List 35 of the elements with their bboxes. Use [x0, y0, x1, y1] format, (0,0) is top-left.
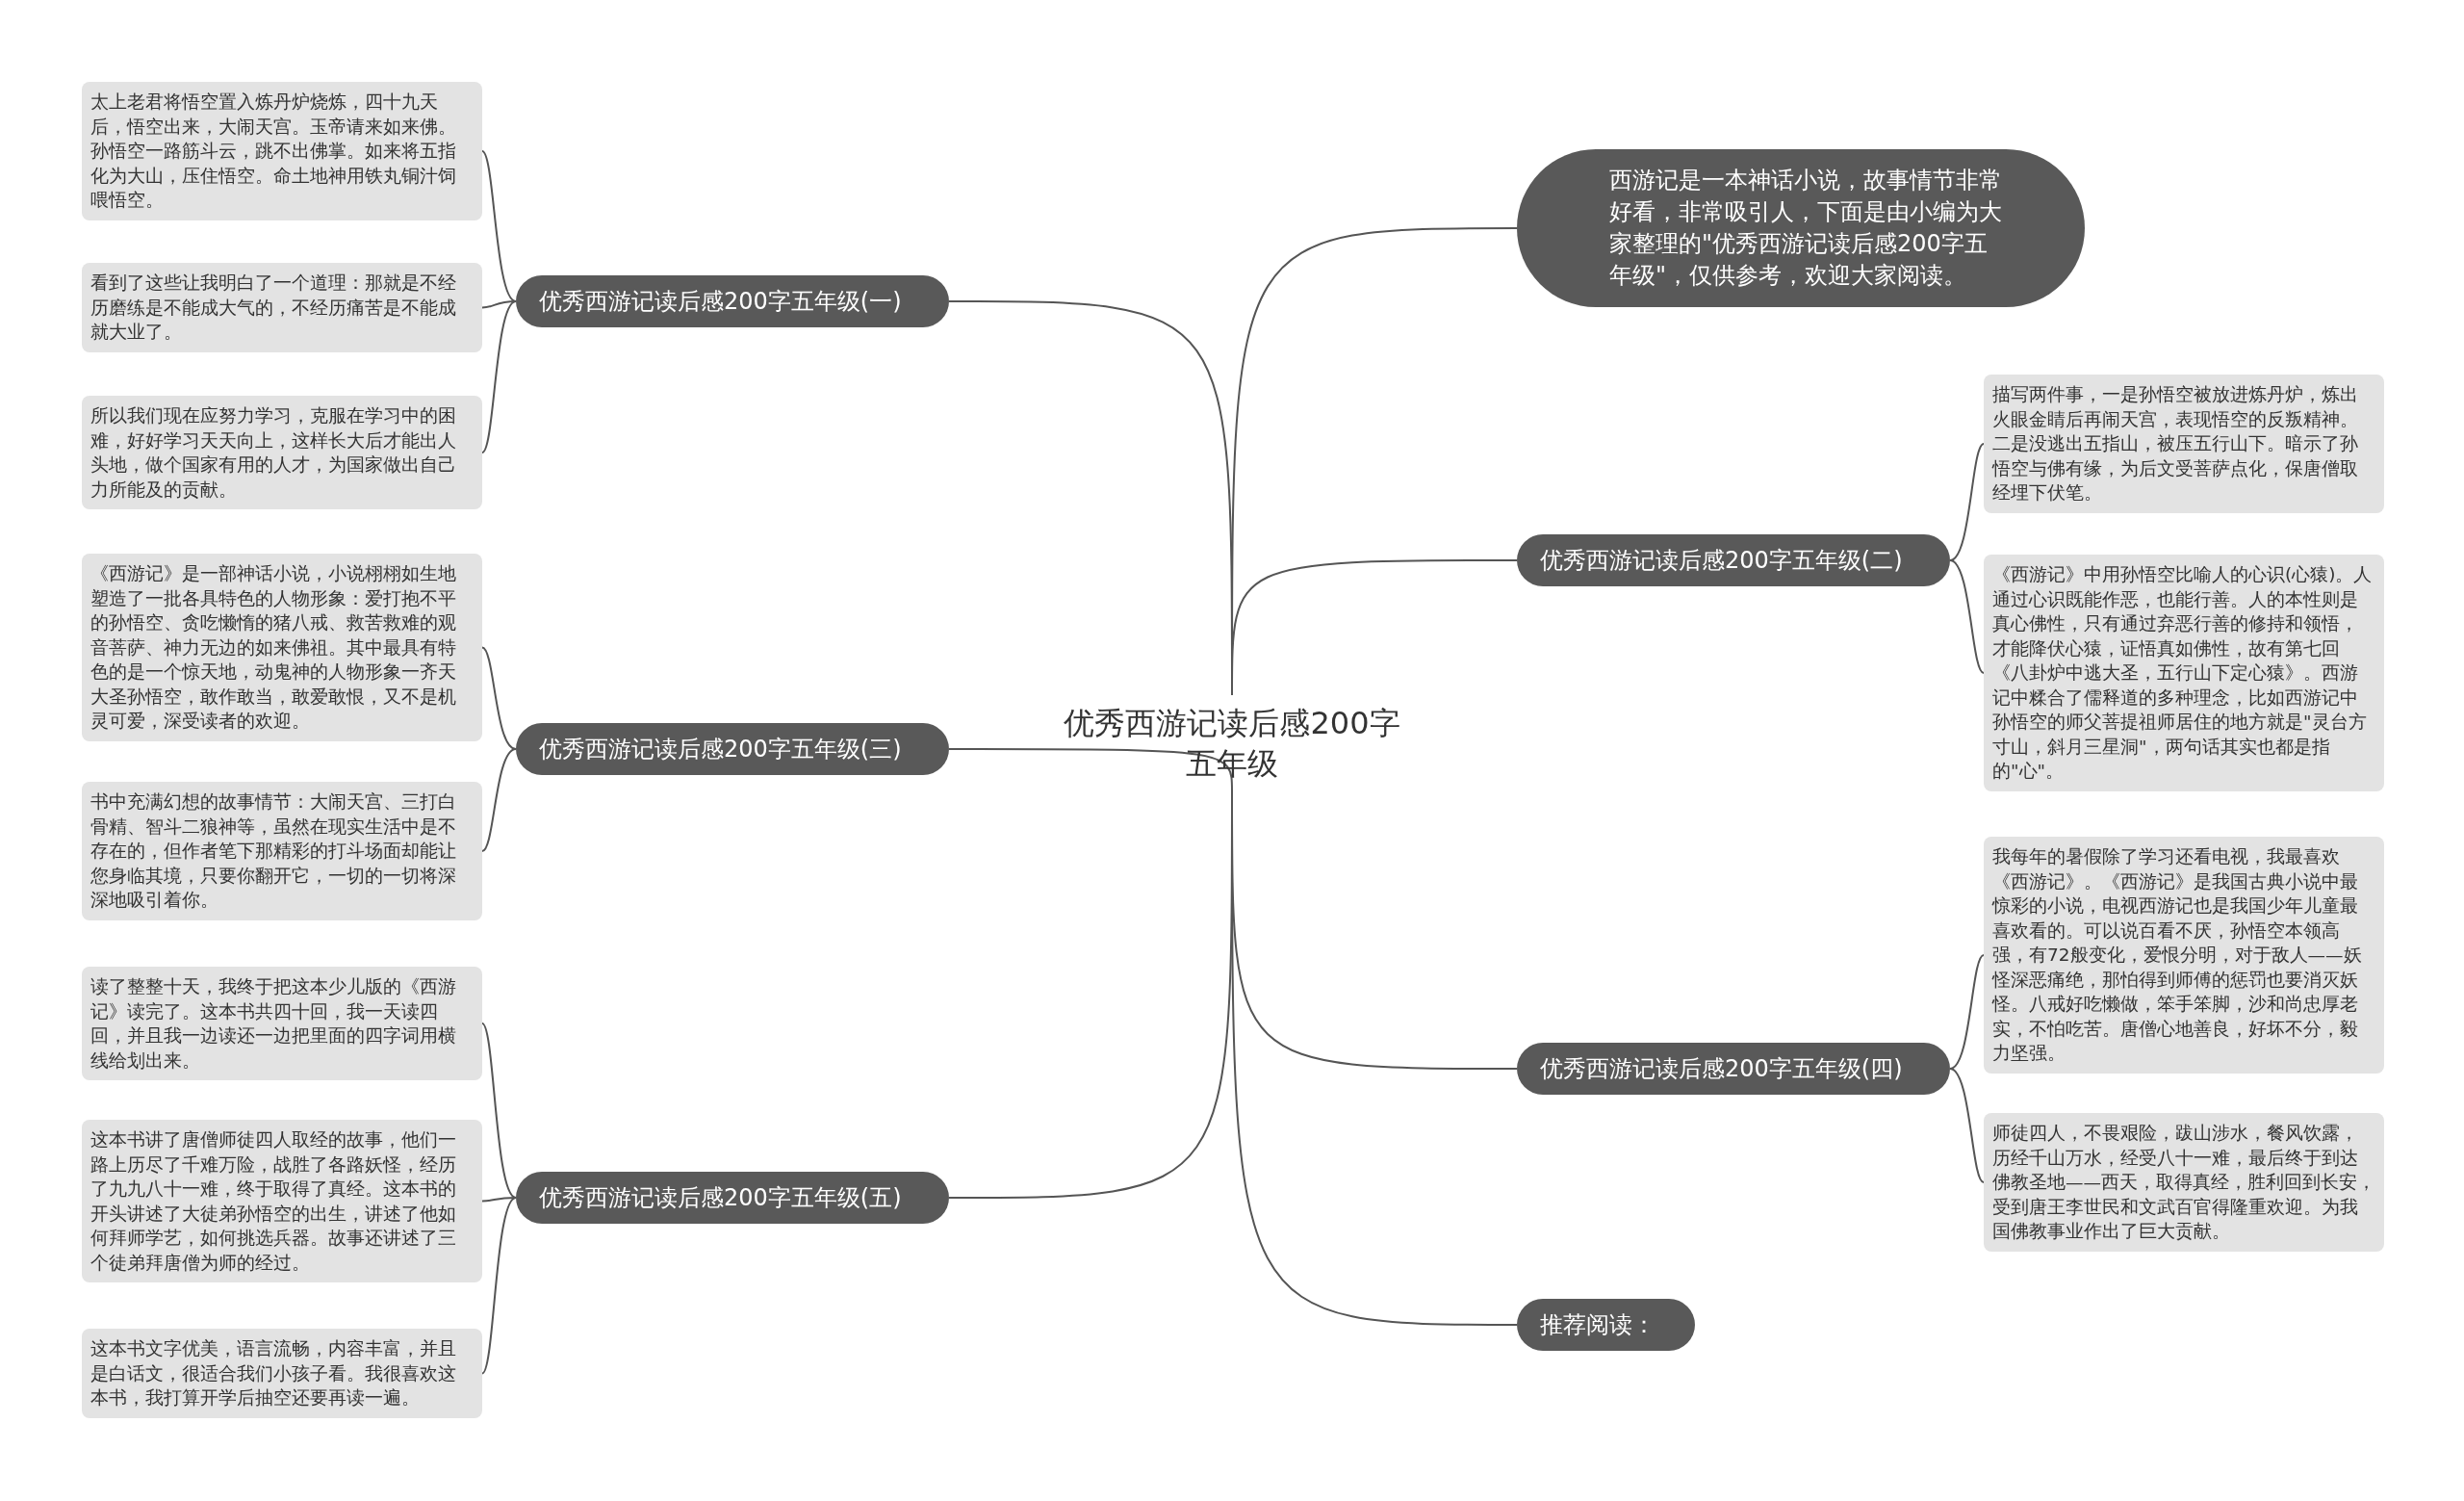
note-card: 看到了这些让我明白了一个道理：那就是不经历磨练是不能成大气的，不经历痛苦是不能成就大业了。	[82, 263, 482, 352]
note-card: 这本书文字优美，语言流畅，内容丰富，并且是白话文，很适合我们小孩子看。我很喜欢这本书，我打算开学后抽空还要再读一遍。	[82, 1329, 482, 1418]
connector-line	[1949, 559, 1985, 674]
note-card: 《西游记》中用孙悟空比喻人的心识(心猿)。人通过心识既能作恶，也能行善。人的本性则是真心佛性，只有通过弃恶行善的修持和领悟，才能降伏心猿，证悟真如佛性，故有第七回《八卦炉中逃大圣，五行山下定心猿》。西游记中糅合了儒释道的多种理念，比如西游记中孙悟空的师父菩提祖师居住的地方就是"灵台方寸山，斜月三星洞"，两句话其实也都是指的"心"。	[1984, 555, 2384, 791]
connector-line	[481, 300, 517, 453]
connector-line	[1949, 1068, 1985, 1183]
branch-topic: 优秀西游记读后感200字五年级(一)	[516, 275, 949, 327]
note-card: 《西游记》是一部神话小说，小说栩栩如生地塑造了一批各具特色的人物形象：爱打抱不平的孙悟空、贪吃懒惰的猪八戒、救苦救难的观音菩萨、神力无边的如来佛祖。其中最具有特色的是一个惊天地，动鬼神的人物形象一齐天大圣孙悟空，敢作敢当，敢爱敢恨，又不是机灵可爱，深受读者的欢迎。	[82, 554, 482, 741]
connector-line	[481, 646, 517, 750]
note-card: 我每年的暑假除了学习还看电视，我最喜欢《西游记》。《西游记》是我国古典小说中最惊彩的小说，电视西游记也是我国少年儿童最喜欢看的。可以说百看不厌，孙悟空本领高强，有72般变化，爱恨分明，对于敌人——妖怪深恶痛绝，那怕得到师傅的惩罚也要消灭妖怪。八戒好吃懒做，笨手笨脚，沙和尚忠厚老实，不怕吃苦。唐僧心地善良，好坏不分，毅力坚强。	[1984, 837, 2384, 1074]
connector-line	[481, 300, 517, 309]
connector-line	[481, 1197, 517, 1375]
note-card: 这本书讲了唐僧师徒四人取经的故事，他们一路上历尽了千难万险，战胜了各路妖怪，经历了九九八十一难，终于取得了真经。这本书的开头讲述了大徒弟孙悟空的出生，讲述了他如何拜师学艺，如何挑选兵器。故事还讲述了三个徒弟拜唐僧为师的经过。	[82, 1120, 482, 1282]
branch-topic: 优秀西游记读后感200字五年级(二)	[1517, 534, 1950, 586]
branch-topic: 优秀西游记读后感200字五年级(五)	[516, 1172, 949, 1224]
connector-line	[481, 1022, 517, 1199]
intro-bubble: 西游记是一本神话小说，故事情节非常好看，非常吸引人，下面是由小编为大家整理的"优秀西游记读后感200字五年级"，仅供参考，欢迎大家阅读。	[1517, 149, 2085, 307]
branch-topic: 推荐阅读：	[1517, 1299, 1695, 1351]
note-card: 书中充满幻想的故事情节：大闹天宫、三打白骨精、智斗二狼神等，虽然在现实生活中是不存在的，但作者笔下那精彩的打斗场面却能让您身临其境，只要你翻开它，一切的一切将深深地吸引着你。	[82, 782, 482, 920]
note-card: 读了整整十天，我终于把这本少儿版的《西游记》读完了。这本书共四十回，我一天读四回，并且我一边读还一边把里面的四字词用横线给划出来。	[82, 967, 482, 1080]
connector-line	[481, 1197, 517, 1203]
connector-line	[481, 150, 517, 302]
connector-line	[1231, 790, 1518, 1326]
branch-topic: 优秀西游记读后感200字五年级(三)	[516, 723, 949, 775]
connector-line	[948, 748, 1233, 792]
connector-line	[1231, 559, 1518, 696]
central-topic: 优秀西游记读后感200字五年级	[1040, 695, 1424, 791]
note-card: 所以我们现在应努力学习，克服在学习中的困难，好好学习天天向上，这样长大后才能出人头地，做个国家有用的人才，为国家做出自己力所能及的贡献。	[82, 396, 482, 509]
note-card: 师徒四人，不畏艰险，跋山涉水，餐风饮露，历经千山万水，经受八十一难，最后终于到达佛教圣地——西天，取得真经，胜利回到长安，受到唐王李世民和文武百官得隆重欢迎。为我国佛教事业作出了巨大贡献。	[1984, 1113, 2384, 1252]
note-card: 描写两件事，一是孙悟空被放进炼丹炉，炼出火眼金睛后再闹天宫，表现悟空的反叛精神。二是没逃出五指山，被压五行山下。暗示了孙悟空与佛有缘，为后文受菩萨点化，保唐僧取经埋下伏笔。	[1984, 375, 2384, 513]
note-card: 太上老君将悟空置入炼丹炉烧炼，四十九天后，悟空出来，大闹天宫。玉帝请来如来佛。孙悟空一路筋斗云，跳不出佛掌。如来将五指化为大山，压住悟空。命土地神用铁丸铜汁饲喂悟空。	[82, 82, 482, 220]
connector-line	[1949, 443, 1985, 561]
branch-topic: 优秀西游记读后感200字五年级(四)	[1517, 1043, 1950, 1095]
connector-line	[1949, 954, 1985, 1070]
connector-line	[481, 748, 517, 852]
